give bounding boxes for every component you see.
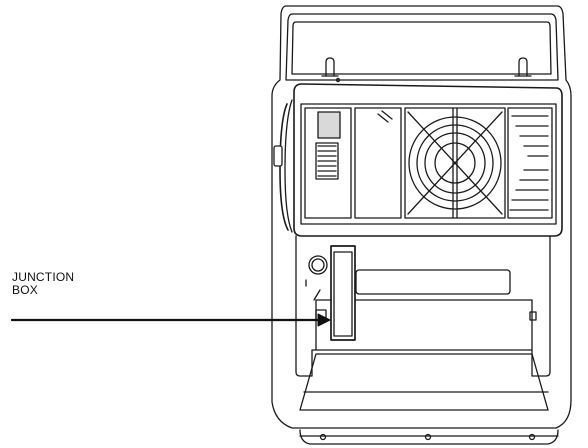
fan-module xyxy=(293,83,563,237)
junction-box-label-line1: JUNCTION xyxy=(12,270,75,284)
cooling-ribs xyxy=(315,142,339,180)
junction-box-arrow xyxy=(10,313,331,327)
junction-box-label: JUNCTION BOX xyxy=(12,271,74,297)
fan-grille xyxy=(407,111,503,215)
side-handle xyxy=(273,99,293,233)
side-vents xyxy=(507,107,553,219)
junction-box-label-line2: BOX xyxy=(12,283,38,297)
mounting-hooks xyxy=(321,57,532,83)
junction-box xyxy=(315,245,356,341)
